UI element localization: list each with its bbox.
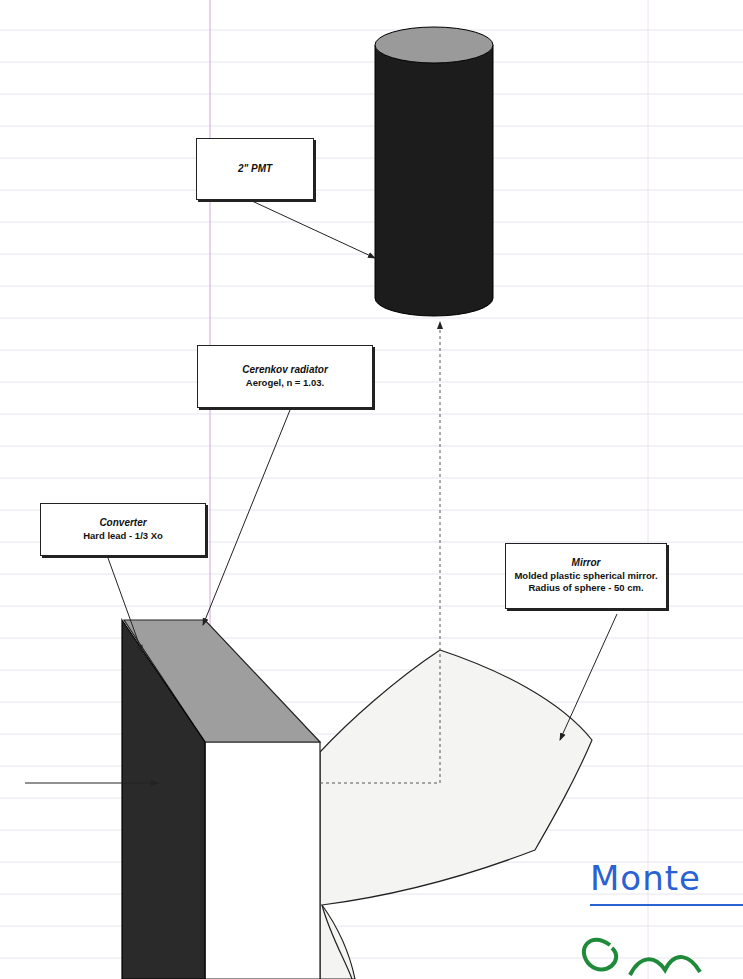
part-name: 2" PMT — [203, 163, 307, 176]
scribble — [584, 940, 700, 975]
pmt-cylinder — [375, 27, 493, 316]
label-box: Cerenkov radiatorAerogel, n = 1.03. — [197, 345, 373, 408]
handwritten-note: Monte — [590, 858, 701, 898]
leader-line — [108, 558, 142, 652]
label-box: MirrorMolded plastic spherical mirror. R… — [505, 543, 667, 609]
label-box: ConverterHard lead - 1/3 Xo — [40, 503, 206, 556]
part-name: Cerenkov radiator — [204, 364, 366, 377]
beam-arrow — [25, 782, 158, 783]
radiator-block — [122, 620, 320, 979]
part-description: Aerogel, n = 1.03. — [204, 377, 366, 389]
margin-line — [648, 0, 649, 979]
part-description: Hard lead - 1/3 Xo — [47, 530, 199, 542]
leader-line — [203, 410, 290, 625]
label-box: 2" PMT — [196, 138, 314, 200]
spherical-mirror — [320, 650, 592, 979]
part-description: Molded plastic spherical mirror. Radius … — [512, 570, 660, 595]
leader-line — [252, 201, 375, 258]
part-name: Mirror — [512, 557, 660, 570]
underline — [590, 904, 743, 906]
mirror-edge — [322, 905, 352, 979]
part-name: Converter — [47, 517, 199, 530]
leader-line — [560, 614, 617, 740]
